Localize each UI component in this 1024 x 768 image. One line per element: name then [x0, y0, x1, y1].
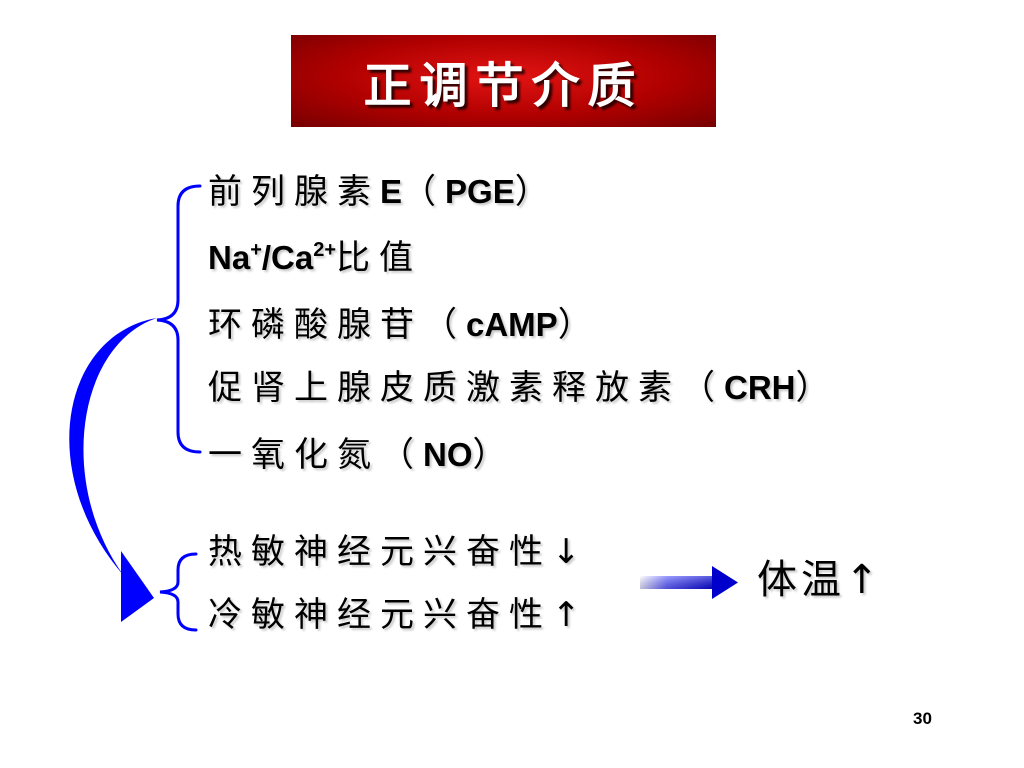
slide-title: 正调节介质: [363, 58, 644, 114]
curved-arrow-icon: [69, 318, 157, 576]
mediator-text: （: [681, 368, 724, 408]
page-number: 30: [913, 709, 932, 728]
upper-brace-icon: [156, 184, 202, 454]
result-body-temperature: 体温↑: [757, 556, 879, 604]
mediator-item-na-ca-ratio: Na+/Ca2+比值: [208, 238, 422, 278]
mediator-text: E: [380, 173, 403, 210]
mediator-text: ）: [472, 435, 516, 475]
down-arrow-icon: ↓: [552, 532, 581, 572]
effect-item-warm-sensitive: 热敏神经元兴奋性↓: [208, 532, 581, 572]
result-text: 体温: [757, 557, 845, 603]
mediator-item-camp: 环磷酸腺苷（cAMP）: [208, 305, 601, 345]
mediator-text: /Ca: [261, 239, 314, 276]
mediator-text: CRH: [724, 369, 796, 406]
title-box: 正调节介质: [291, 35, 716, 127]
mediator-text: （: [423, 305, 466, 345]
superscript: 2+: [313, 239, 337, 261]
mediator-item-no: 一氧化氮（NO）: [208, 435, 516, 475]
mediator-text: （: [380, 435, 423, 475]
mediator-text: 环磷酸腺苷: [208, 305, 423, 345]
superscript: +: [250, 239, 262, 261]
up-arrow-icon: ↑: [552, 595, 581, 635]
mediator-text: （: [402, 172, 446, 212]
mediator-text: ）: [514, 172, 558, 212]
mediator-text: 促肾上腺皮质激素释放素: [208, 368, 681, 408]
mediator-text: 比值: [336, 238, 423, 278]
mediator-text: cAMP: [466, 306, 558, 343]
mediator-text: ）: [557, 305, 601, 345]
mediator-text: Na: [208, 239, 251, 276]
lower-brace-icon: [159, 552, 198, 632]
mediator-text: NO: [423, 436, 473, 473]
mediator-item-crh: 促肾上腺皮质激素释放素（CRH）: [208, 368, 839, 408]
mediator-text: PGE: [445, 173, 515, 210]
effect-item-cold-sensitive: 冷敏神经元兴奋性↑: [208, 595, 581, 635]
curved-arrow-head-icon: [121, 551, 154, 622]
right-arrow-head-icon: [712, 566, 738, 599]
mediator-text: 前列腺素: [208, 172, 380, 212]
mediator-text: ）: [795, 368, 839, 408]
mediator-item-pge: 前列腺素E（PGE）: [208, 172, 558, 212]
effect-text: 冷敏神经元兴奋性: [208, 595, 552, 635]
mediator-text: 一氧化氮: [208, 435, 380, 475]
effect-text: 热敏神经元兴奋性: [208, 532, 552, 572]
right-arrow-shaft-shade: [640, 576, 716, 589]
up-arrow-icon: ↑: [845, 557, 879, 603]
